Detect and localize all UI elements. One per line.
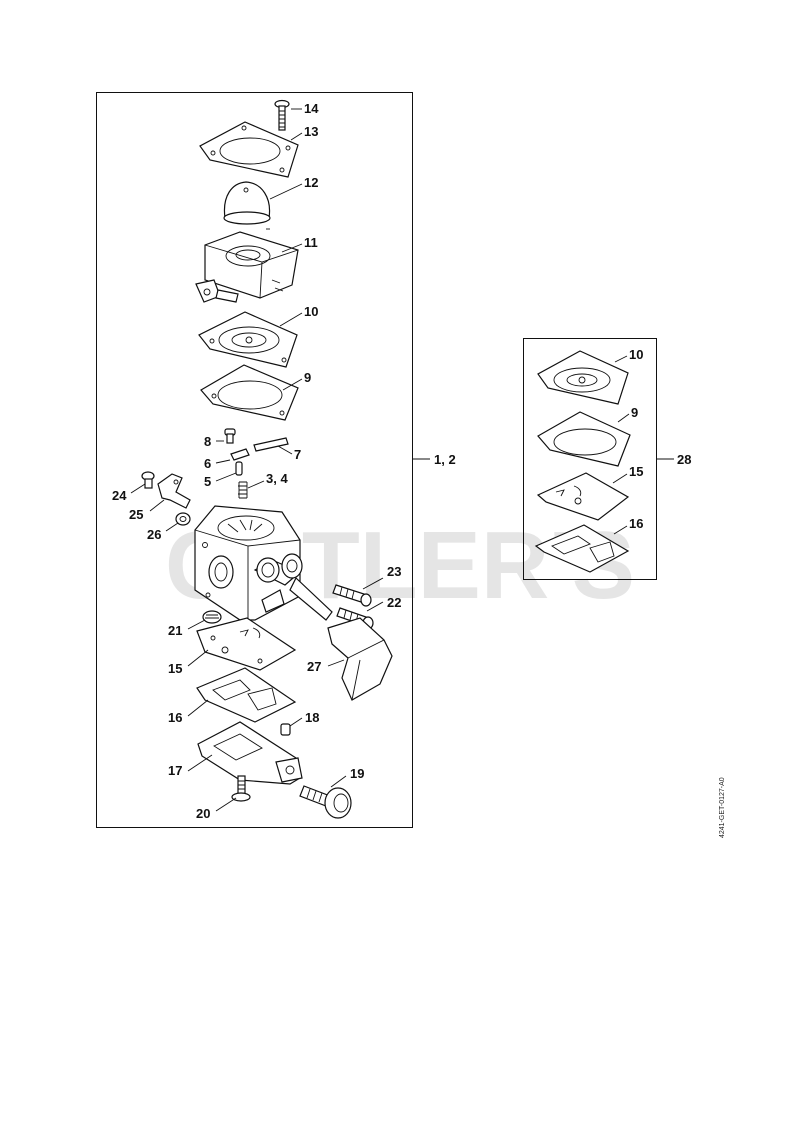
part-3-4-spring [238, 481, 248, 499]
label-6: 6 [204, 456, 211, 471]
part-19-plug [299, 785, 352, 819]
label-9: 9 [304, 370, 311, 385]
part-21-screen [202, 610, 222, 624]
part-8-screw [224, 428, 236, 444]
part-18-pin [280, 723, 291, 736]
label-16: 16 [168, 710, 182, 725]
label-13: 13 [304, 124, 318, 139]
part-13-gasket [199, 121, 299, 178]
leader-lines [130, 108, 674, 812]
kit-label-9: 9 [631, 405, 638, 420]
part-12-primer-bulb [223, 181, 271, 230]
kit-label-15: 15 [629, 464, 643, 479]
label-kit: 28 [677, 452, 691, 467]
label-18: 18 [305, 710, 319, 725]
kit-part-9-gasket [537, 411, 631, 467]
part-6-lever [230, 448, 250, 461]
label-27: 27 [307, 659, 321, 674]
label-22: 22 [387, 595, 401, 610]
carburetor-body [194, 505, 333, 621]
kit-part-16-gasket [534, 524, 630, 573]
label-5: 5 [204, 474, 211, 489]
part-5-needle [235, 461, 243, 476]
kit-part-15-diaphragm [536, 472, 630, 521]
part-17-cover [197, 721, 303, 785]
label-25: 25 [129, 507, 143, 522]
label-10: 10 [304, 304, 318, 319]
part-9-gasket [200, 364, 299, 421]
part-25-lever [157, 473, 191, 509]
part-23-adjusting-screw [332, 584, 372, 607]
part-14-screw [274, 99, 290, 131]
part-24-screw [141, 471, 155, 489]
label-12: 12 [304, 175, 318, 190]
label-7: 7 [294, 447, 301, 462]
label-main-group: 1, 2 [434, 452, 456, 467]
label-11: 11 [304, 235, 318, 250]
drawing-reference: 4241-GET-0127-A0 [719, 777, 726, 838]
part-27-choke-knob [327, 617, 393, 701]
label-20: 20 [196, 806, 210, 821]
main-assembly-frame [96, 92, 413, 828]
label-19: 19 [350, 766, 364, 781]
label-26: 26 [147, 527, 161, 542]
part-7-pin [253, 437, 289, 452]
kit-label-16: 16 [629, 516, 643, 531]
label-8: 8 [204, 434, 211, 449]
label-21: 21 [168, 623, 182, 638]
part-10-diaphragm [198, 311, 298, 368]
label-23: 23 [387, 564, 401, 579]
part-20-screw [231, 775, 251, 802]
label-3-4: 3, 4 [266, 471, 288, 486]
kit-label-10: 10 [629, 347, 643, 362]
part-11-pump-housing [195, 231, 299, 303]
label-15: 15 [168, 661, 182, 676]
part-26-bushing [175, 512, 191, 526]
part-16-gasket [196, 667, 297, 723]
label-17: 17 [168, 763, 182, 778]
kit-part-10-diaphragm [537, 350, 629, 405]
part-15-diaphragm [196, 617, 297, 671]
label-24: 24 [112, 488, 127, 503]
label-14: 14 [304, 101, 319, 116]
